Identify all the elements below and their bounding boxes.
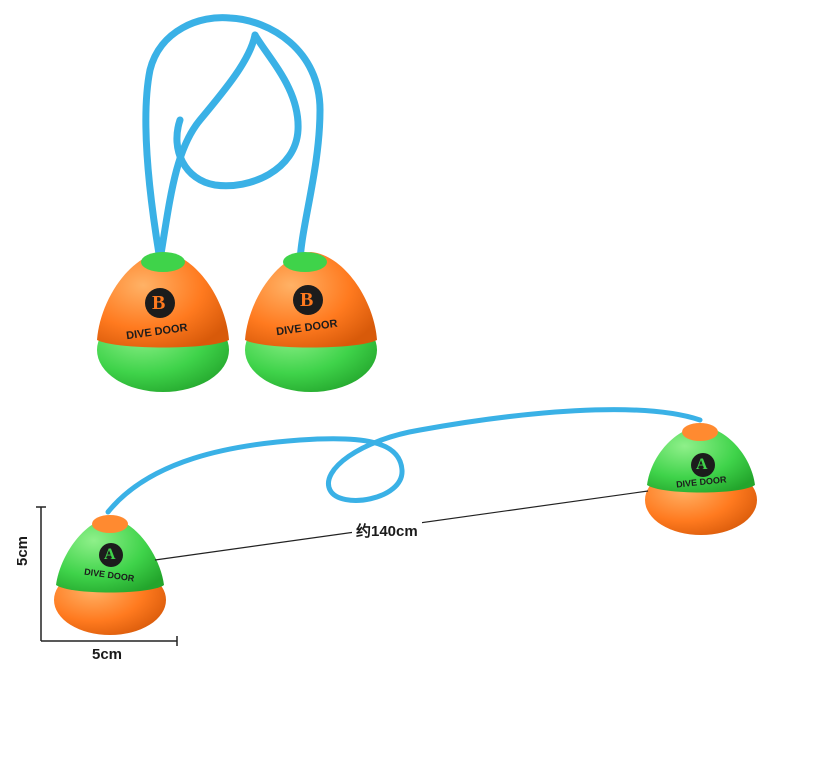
top-cord <box>142 14 324 269</box>
ball-b-left-letter: B <box>152 292 166 314</box>
width-label: 5cm <box>92 646 123 663</box>
ball-a-left <box>54 515 166 635</box>
top-cord-loop <box>173 31 302 190</box>
cord-length-label: 约140cm <box>352 520 422 541</box>
bottom-cord <box>105 407 703 515</box>
ball-b-left <box>97 252 229 392</box>
ball-b-right-letter: B <box>300 289 314 311</box>
ball-a-right <box>645 423 757 535</box>
ball-b-right <box>245 252 377 392</box>
ball-a-left-letter: A <box>104 546 116 563</box>
ball-a-right-letter: A <box>696 456 708 473</box>
height-label: 5cm <box>14 535 31 566</box>
